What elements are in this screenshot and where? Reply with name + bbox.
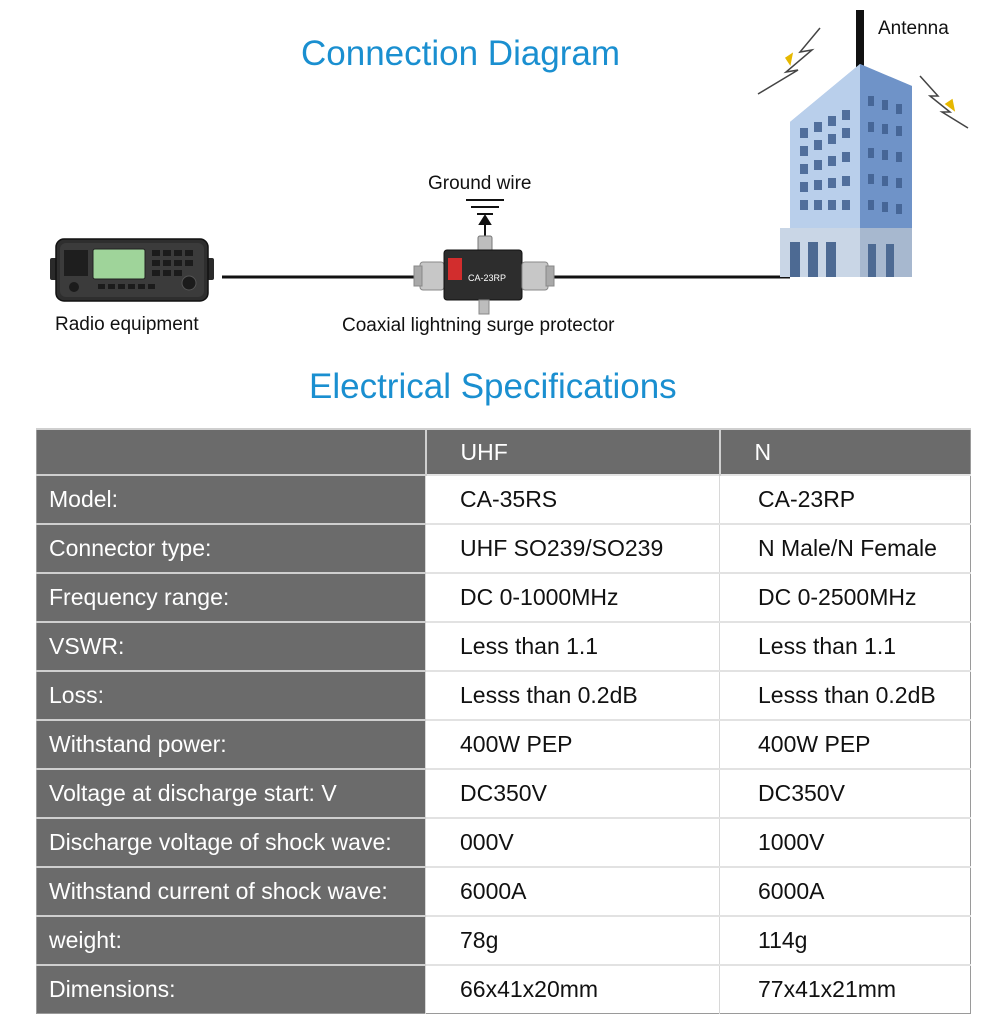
table-row: Loss: Lesss than 0.2dB Lesss than 0.2dB (36, 670, 971, 720)
table-cell: N Male/N Female (719, 523, 971, 573)
row-label: Voltage at discharge start: V (36, 768, 426, 818)
radio-equipment-icon (50, 238, 214, 302)
table-cell: 78g (425, 915, 720, 965)
table-cell: 114g (719, 915, 971, 965)
table-cell: CA-23RP (719, 474, 971, 524)
building-icon (780, 64, 912, 277)
table-cell: 66x41x20mm (425, 964, 720, 1014)
ground-wire-label: Ground wire (428, 173, 532, 194)
row-label: Frequency range: (36, 572, 426, 622)
table-cell: DC350V (425, 768, 720, 818)
lightning-bolt-icon (757, 27, 821, 95)
surge-protector-icon: CA-23RP (413, 235, 555, 315)
row-label: Discharge voltage of shock wave: (36, 817, 426, 867)
row-label: Withstand power: (36, 719, 426, 769)
row-label: weight: (36, 915, 426, 965)
connection-diagram-title: Connection Diagram (301, 34, 621, 73)
table-cell: 000V (425, 817, 720, 867)
table-cell: Lesss than 0.2dB (425, 670, 720, 720)
table-cell: 6000A (425, 866, 720, 916)
connection-diagram: CA-23RP (50, 10, 969, 315)
table-cell: 400W PEP (719, 719, 971, 769)
row-label: Withstand current of shock wave: (36, 866, 426, 916)
table-row: Model: CA-35RS CA-23RP (36, 474, 971, 524)
row-label: VSWR: (36, 621, 426, 671)
table-row: Frequency range: DC 0-1000MHz DC 0-2500M… (36, 572, 971, 622)
table-header-row: UHF N (36, 428, 971, 475)
table-row: Dimensions: 66x41x20mm 77x41x21mm (36, 964, 971, 1014)
table-row: Withstand power: 400W PEP 400W PEP (36, 719, 971, 769)
antenna-label: Antenna (878, 18, 949, 39)
table-row: VSWR: Less than 1.1 Less than 1.1 (36, 621, 971, 671)
row-label: Loss: (36, 670, 426, 720)
table-row: Discharge voltage of shock wave: 000V 10… (36, 817, 971, 867)
lightning-bolt-icon (919, 75, 969, 129)
column-header-n: N (718, 428, 971, 475)
table-row: weight: 78g 114g (36, 915, 971, 965)
table-row: Connector type: UHF SO239/SO239 N Male/N… (36, 523, 971, 573)
table-cell: 77x41x21mm (719, 964, 971, 1014)
electrical-specifications-title: Electrical Specifications (309, 367, 677, 406)
table-row: Withstand current of shock wave: 6000A 6… (36, 866, 971, 916)
row-label: Model: (36, 474, 426, 524)
antenna-mast-icon (856, 10, 864, 84)
protector-model-text: CA-23RP (468, 273, 506, 283)
table-cell: DC 0-2500MHz (719, 572, 971, 622)
table-cell: DC 0-1000MHz (425, 572, 720, 622)
ground-wire-icon (466, 199, 504, 236)
specifications-table: UHF N Model: CA-35RS CA-23RP Connector t… (36, 428, 971, 1014)
row-label: Connector type: (36, 523, 426, 573)
radio-equipment-label: Radio equipment (55, 314, 199, 335)
row-label: Dimensions: (36, 964, 426, 1014)
table-cell: 6000A (719, 866, 971, 916)
table-cell: Lesss than 0.2dB (719, 670, 971, 720)
table-cell: Less than 1.1 (425, 621, 720, 671)
column-header-uhf: UHF (424, 428, 720, 475)
table-row: Voltage at discharge start: V DC350V DC3… (36, 768, 971, 818)
table-cell: CA-35RS (425, 474, 720, 524)
table-cell: DC350V (719, 768, 971, 818)
surge-protector-label: Coaxial lightning surge protector (342, 315, 615, 336)
table-cell: UHF SO239/SO239 (425, 523, 720, 573)
table-cell: 1000V (719, 817, 971, 867)
table-cell: 400W PEP (425, 719, 720, 769)
table-header-corner (36, 428, 426, 475)
table-cell: Less than 1.1 (719, 621, 971, 671)
